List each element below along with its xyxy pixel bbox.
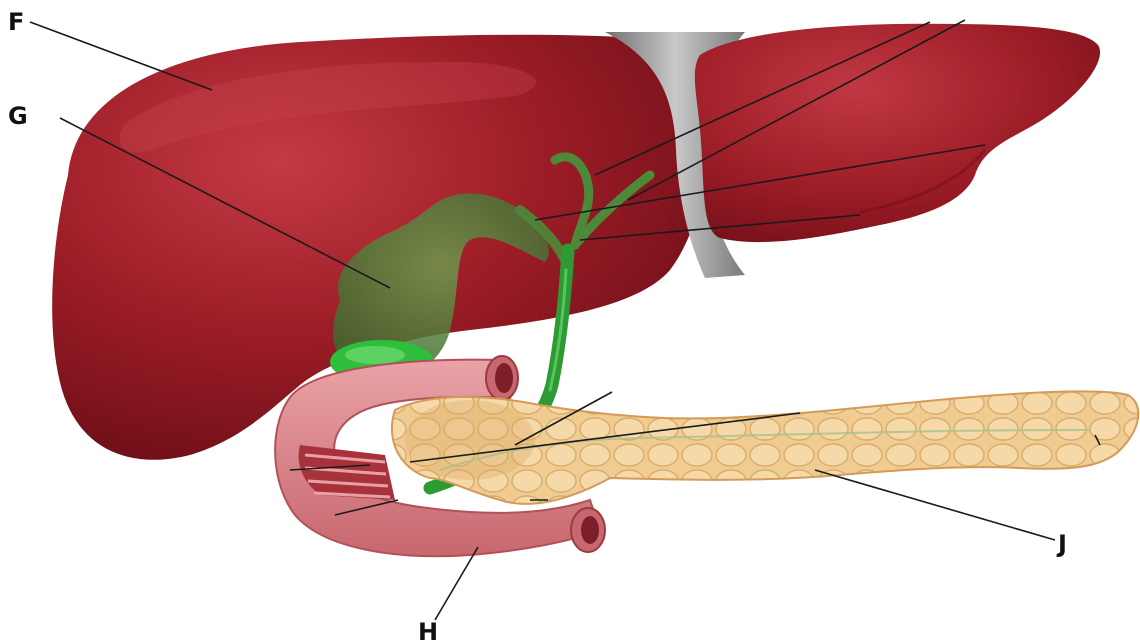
leader-j <box>815 470 1055 540</box>
pancreas-head-shading <box>405 400 535 480</box>
label-g: G <box>8 102 28 130</box>
label-h: H <box>418 618 438 643</box>
leader-f <box>30 22 212 90</box>
label-f: F <box>8 8 24 36</box>
duodenum-lumen-top <box>495 363 513 393</box>
leader-h <box>435 547 478 620</box>
gallbladder-fundus-shine <box>345 346 405 364</box>
duodenum-lumen-bottom <box>581 516 599 544</box>
label-j: J <box>1056 530 1067 558</box>
